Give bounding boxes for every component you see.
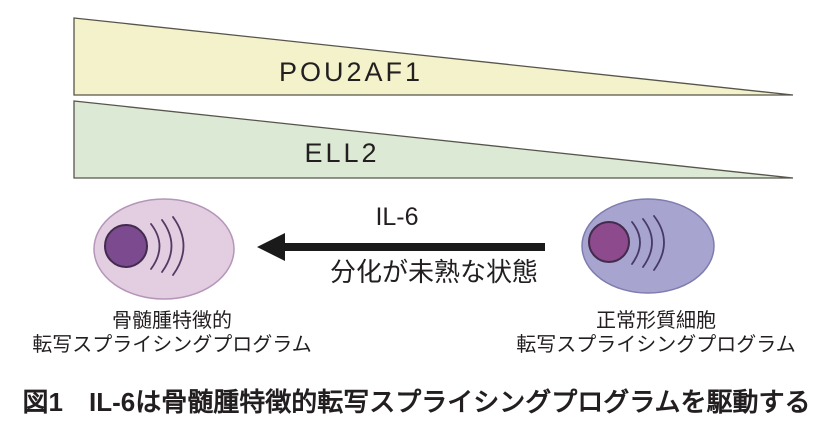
pou2af1-label: POU2AF1 bbox=[278, 57, 424, 87]
myeloma-cell-er-arc bbox=[172, 216, 185, 276]
normal-plasma-cell-er-arc bbox=[642, 218, 653, 268]
figure-caption: 図1 IL-6は骨髄腫特徴的転写スプライシングプログラムを駆動する bbox=[22, 387, 811, 417]
myeloma-cell-er-arc bbox=[150, 223, 161, 270]
immature-state-label: 分化が未熟な状態 bbox=[329, 257, 538, 287]
normal-plasma-cell-er-arc bbox=[653, 215, 665, 271]
arrow-head bbox=[257, 233, 285, 261]
myeloma-cell-illustration bbox=[93, 198, 235, 300]
normal-plasma-cell-er-arc bbox=[631, 221, 641, 265]
myeloma-cell-body bbox=[93, 198, 235, 300]
myeloma-cell-caption: 骨髄腫特徴的 転写スプライシングプログラム bbox=[22, 309, 322, 357]
normal-plasma-cell-caption-line1: 正常形質細胞 bbox=[596, 310, 716, 332]
normal-plasma-cell-nucleus bbox=[588, 221, 630, 263]
normal-plasma-cell-illustration bbox=[581, 198, 715, 294]
myeloma-cell-nucleus bbox=[104, 224, 148, 268]
myeloma-cell-caption-line2: 転写スプライシングプログラム bbox=[32, 334, 312, 356]
ell2-label: ELL2 bbox=[304, 138, 380, 168]
normal-plasma-cell-caption-line2: 転写スプライシングプログラム bbox=[516, 334, 796, 356]
myeloma-cell-caption-line1: 骨髄腫特徴的 bbox=[112, 310, 232, 332]
il6-label: IL-6 bbox=[375, 203, 419, 231]
ell2-wedge bbox=[73, 100, 794, 179]
myeloma-cell-er-arc bbox=[161, 219, 173, 273]
pou2af1-wedge bbox=[73, 17, 794, 96]
normal-plasma-cell-caption: 正常形質細胞 転写スプライシングプログラム bbox=[506, 309, 806, 357]
left-arrow-icon bbox=[257, 233, 545, 261]
